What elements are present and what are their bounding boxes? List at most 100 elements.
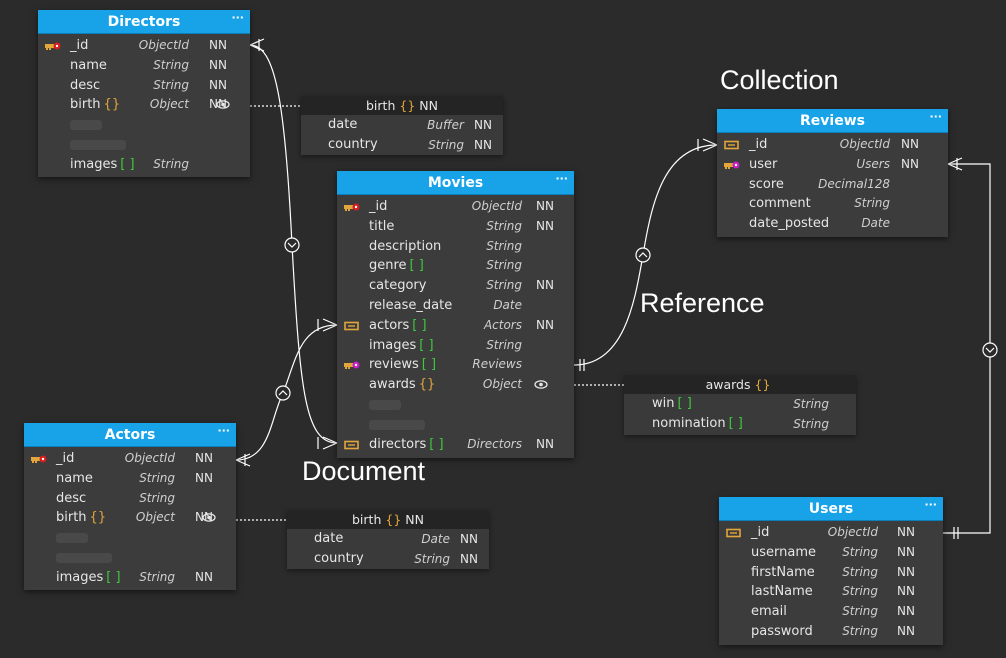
subdoc-title: birth	[352, 512, 382, 527]
movies-header[interactable]: Movies···	[337, 171, 574, 195]
field-type-marker: [ ]	[412, 317, 427, 333]
placeholder-bar	[369, 399, 401, 410]
entity-menu-button[interactable]: ···	[555, 172, 568, 185]
placeholder-bar	[70, 139, 126, 150]
field-name: score	[749, 176, 784, 192]
subdoc-header[interactable]: birth{}NN	[287, 510, 489, 529]
field-name: birth{}	[70, 97, 121, 113]
entity-menu-button[interactable]: ···	[929, 110, 942, 123]
eye-icon[interactable]	[216, 95, 230, 121]
field-name: comment	[749, 196, 811, 212]
field-type-marker: [ ]	[409, 258, 424, 274]
field-name: _id	[749, 137, 768, 152]
field-row[interactable]: genre[ ]String	[337, 256, 574, 276]
directors-header[interactable]: Directors···	[38, 10, 250, 34]
field-type: String	[486, 278, 522, 293]
eye-icon[interactable]	[202, 508, 216, 534]
primary-key-icon	[44, 36, 64, 56]
field-name: description	[369, 238, 442, 254]
subdoc-field-type: String	[793, 397, 829, 411]
field-name: _id	[70, 38, 89, 53]
field-type: ObjectId	[138, 38, 189, 52]
actors-header[interactable]: Actors ···	[24, 423, 236, 447]
field-type-marker: [ ]	[677, 396, 692, 411]
field-type: Object	[149, 97, 189, 112]
field-name: reviews[ ]	[369, 357, 437, 373]
primary-foreign-key-icon	[723, 155, 743, 175]
field-type: Object	[135, 510, 175, 525]
field-type-marker: {}	[418, 377, 436, 393]
field-not-null: NN	[209, 57, 227, 72]
field-row[interactable]: images[ ]String	[337, 336, 574, 356]
actors-title: Actors	[104, 426, 156, 443]
subdoc-field-type: Buffer	[427, 118, 464, 132]
subdoc-field-name: country	[328, 137, 378, 152]
entity-menu-button[interactable]: ···	[924, 498, 937, 511]
primary-key-icon	[30, 449, 50, 469]
field-row[interactable]: reviews[ ]Reviews	[337, 355, 574, 375]
eye-icon[interactable]	[534, 375, 548, 401]
subdoc-not-null: NN	[405, 512, 424, 527]
field-not-null: NN	[209, 38, 227, 52]
subdoc-braces: {}	[385, 512, 402, 527]
entity-menu-button[interactable]: ···	[217, 424, 230, 437]
field-type: String	[486, 218, 522, 233]
hidden-field-row	[24, 548, 236, 568]
subdoc-field-not-null: NN	[460, 532, 478, 546]
field-row[interactable]: awards{}Object	[337, 375, 574, 395]
field-row[interactable]: _id ObjectId NN	[38, 36, 250, 56]
subdoc-header[interactable]: birth{}NN	[301, 96, 503, 115]
subdoc-field-row[interactable]: nomination[ ]String	[624, 414, 856, 434]
field-row[interactable]: description String	[337, 237, 574, 257]
field-type: String	[486, 238, 522, 253]
users-header[interactable]: Users···	[719, 497, 943, 521]
reviews-header[interactable]: Reviews···	[717, 109, 948, 133]
subdoc-field-row[interactable]: win[ ]String	[624, 394, 856, 414]
field-row[interactable]: images[ ]String	[38, 155, 250, 175]
subdoc-header[interactable]: awards{}	[624, 375, 856, 394]
field-type: ObjectId	[124, 451, 175, 465]
entity-menu-button[interactable]: ···	[231, 11, 244, 24]
subdoc-field-type: String	[428, 138, 464, 152]
field-name: lastName	[751, 584, 813, 600]
field-name: _id	[56, 451, 75, 466]
field-name: password	[751, 623, 813, 639]
